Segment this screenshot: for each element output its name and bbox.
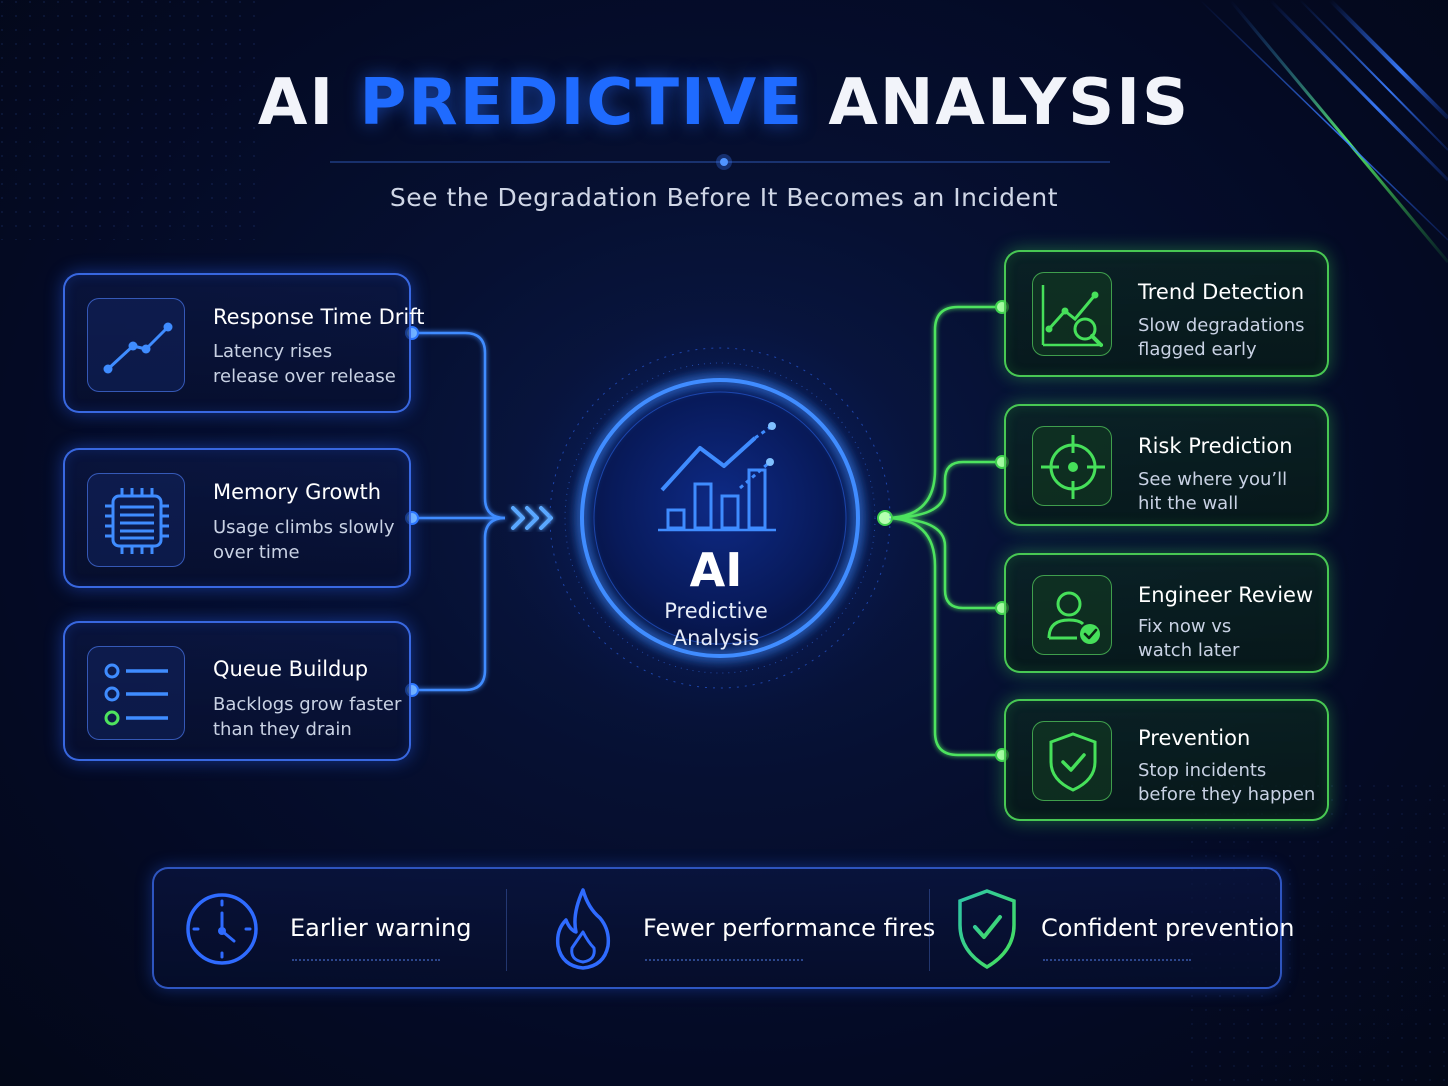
output-desc-line2: flagged early [1138, 339, 1257, 360]
input-title: Queue Buildup [213, 657, 369, 681]
input-desc-line2: than they drain [213, 719, 352, 740]
output-icon-box [1032, 426, 1112, 506]
core-label-line2: Analysis [672, 626, 760, 650]
output-card-engineer-review: Engineer Review Fix now vs watch later [1004, 553, 1329, 673]
flame-icon [555, 888, 611, 970]
shield-check-icon [1049, 732, 1097, 792]
input-card-memory-growth: Memory Growth Usage climbs slowly over t… [63, 448, 411, 588]
benefits-banner: Earlier warning Fewer performance fires … [152, 867, 1295, 989]
output-title: Trend Detection [1138, 280, 1305, 304]
memory-chip-icon [105, 488, 169, 554]
connector-output-1 [884, 305, 1002, 520]
output-desc-line2: hit the wall [1138, 493, 1239, 514]
output-title: Prevention [1138, 726, 1251, 750]
benefit-underline [292, 959, 440, 961]
connector-input-1 [412, 331, 506, 520]
input-card-queue-buildup: Queue Buildup Backlogs grow faster than … [63, 621, 411, 761]
input-title: Memory Growth [213, 480, 382, 504]
output-card-trend-detection: Trend Detection Slow degradations flagge… [1004, 250, 1329, 377]
core-label-sub: Predictive Analysis [616, 598, 816, 652]
output-desc-line1: Slow degradations [1138, 315, 1305, 336]
flow-chevrons [511, 506, 553, 530]
input-desc-line1: Backlogs grow faster [213, 694, 402, 715]
benefit-label: Confident prevention [1041, 914, 1295, 942]
connector-output-4 [884, 516, 1002, 757]
queue-list-icon [104, 663, 168, 726]
output-desc-line1: Stop incidents [1138, 760, 1267, 781]
trend-magnifier-icon [1041, 285, 1103, 347]
output-icon-box [1032, 272, 1112, 356]
output-desc-line1: See where you’ll [1138, 469, 1288, 490]
output-desc-line2: watch later [1138, 640, 1240, 661]
output-card-risk-prediction: Risk Prediction See where you’ll hit the… [1004, 404, 1329, 526]
input-desc-line2: over time [213, 542, 300, 563]
input-desc-line2: release over release [213, 366, 396, 387]
output-desc-line1: Fix now vs [1138, 616, 1232, 637]
title-word-analysis: ANALYSIS [828, 66, 1191, 140]
ai-core-circle [549, 347, 891, 689]
page-subtitle: See the Degradation Before It Becomes an… [389, 183, 1059, 212]
connector-output-2 [884, 460, 1002, 520]
input-icon-box [87, 473, 185, 567]
connector-input-3 [412, 516, 506, 692]
connector-output-3 [884, 516, 1002, 610]
trend-line-icon [103, 322, 173, 374]
core-label-ai: AI [689, 543, 743, 597]
page-title: AI PREDICTIVE ANALYSIS [0, 66, 1448, 140]
clock-icon [186, 893, 258, 965]
benefit-underline [645, 959, 803, 961]
benefit-divider [506, 889, 507, 971]
title-word-predictive: PREDICTIVE [359, 66, 805, 140]
title-word-ai: AI [257, 66, 336, 140]
output-card-prevention: Prevention Stop incidents before they ha… [1004, 699, 1329, 821]
growth-chart-icon [658, 422, 776, 532]
shield-check-icon [958, 889, 1016, 970]
core-label-line1: Predictive [664, 599, 768, 623]
output-title: Engineer Review [1138, 583, 1314, 607]
benefit-divider [929, 889, 930, 971]
benefit-underline [1043, 959, 1191, 961]
engineer-check-icon [1047, 591, 1100, 644]
target-crosshair-icon [1041, 435, 1105, 499]
input-desc-line1: Usage climbs slowly [213, 517, 395, 538]
input-desc-line1: Latency rises [213, 341, 333, 362]
input-icon-box [87, 298, 185, 392]
output-title: Risk Prediction [1138, 434, 1293, 458]
input-title: Response Time Drift [213, 305, 425, 329]
output-desc-line2: before they happen [1138, 784, 1316, 805]
input-icon-box [87, 646, 185, 740]
benefit-label: Earlier warning [290, 914, 472, 942]
output-icon-box [1032, 575, 1112, 655]
input-card-response-time: Response Time Drift Latency rises releas… [63, 273, 425, 413]
output-icon-box [1032, 721, 1112, 801]
benefit-label: Fewer performance fires [643, 914, 936, 942]
